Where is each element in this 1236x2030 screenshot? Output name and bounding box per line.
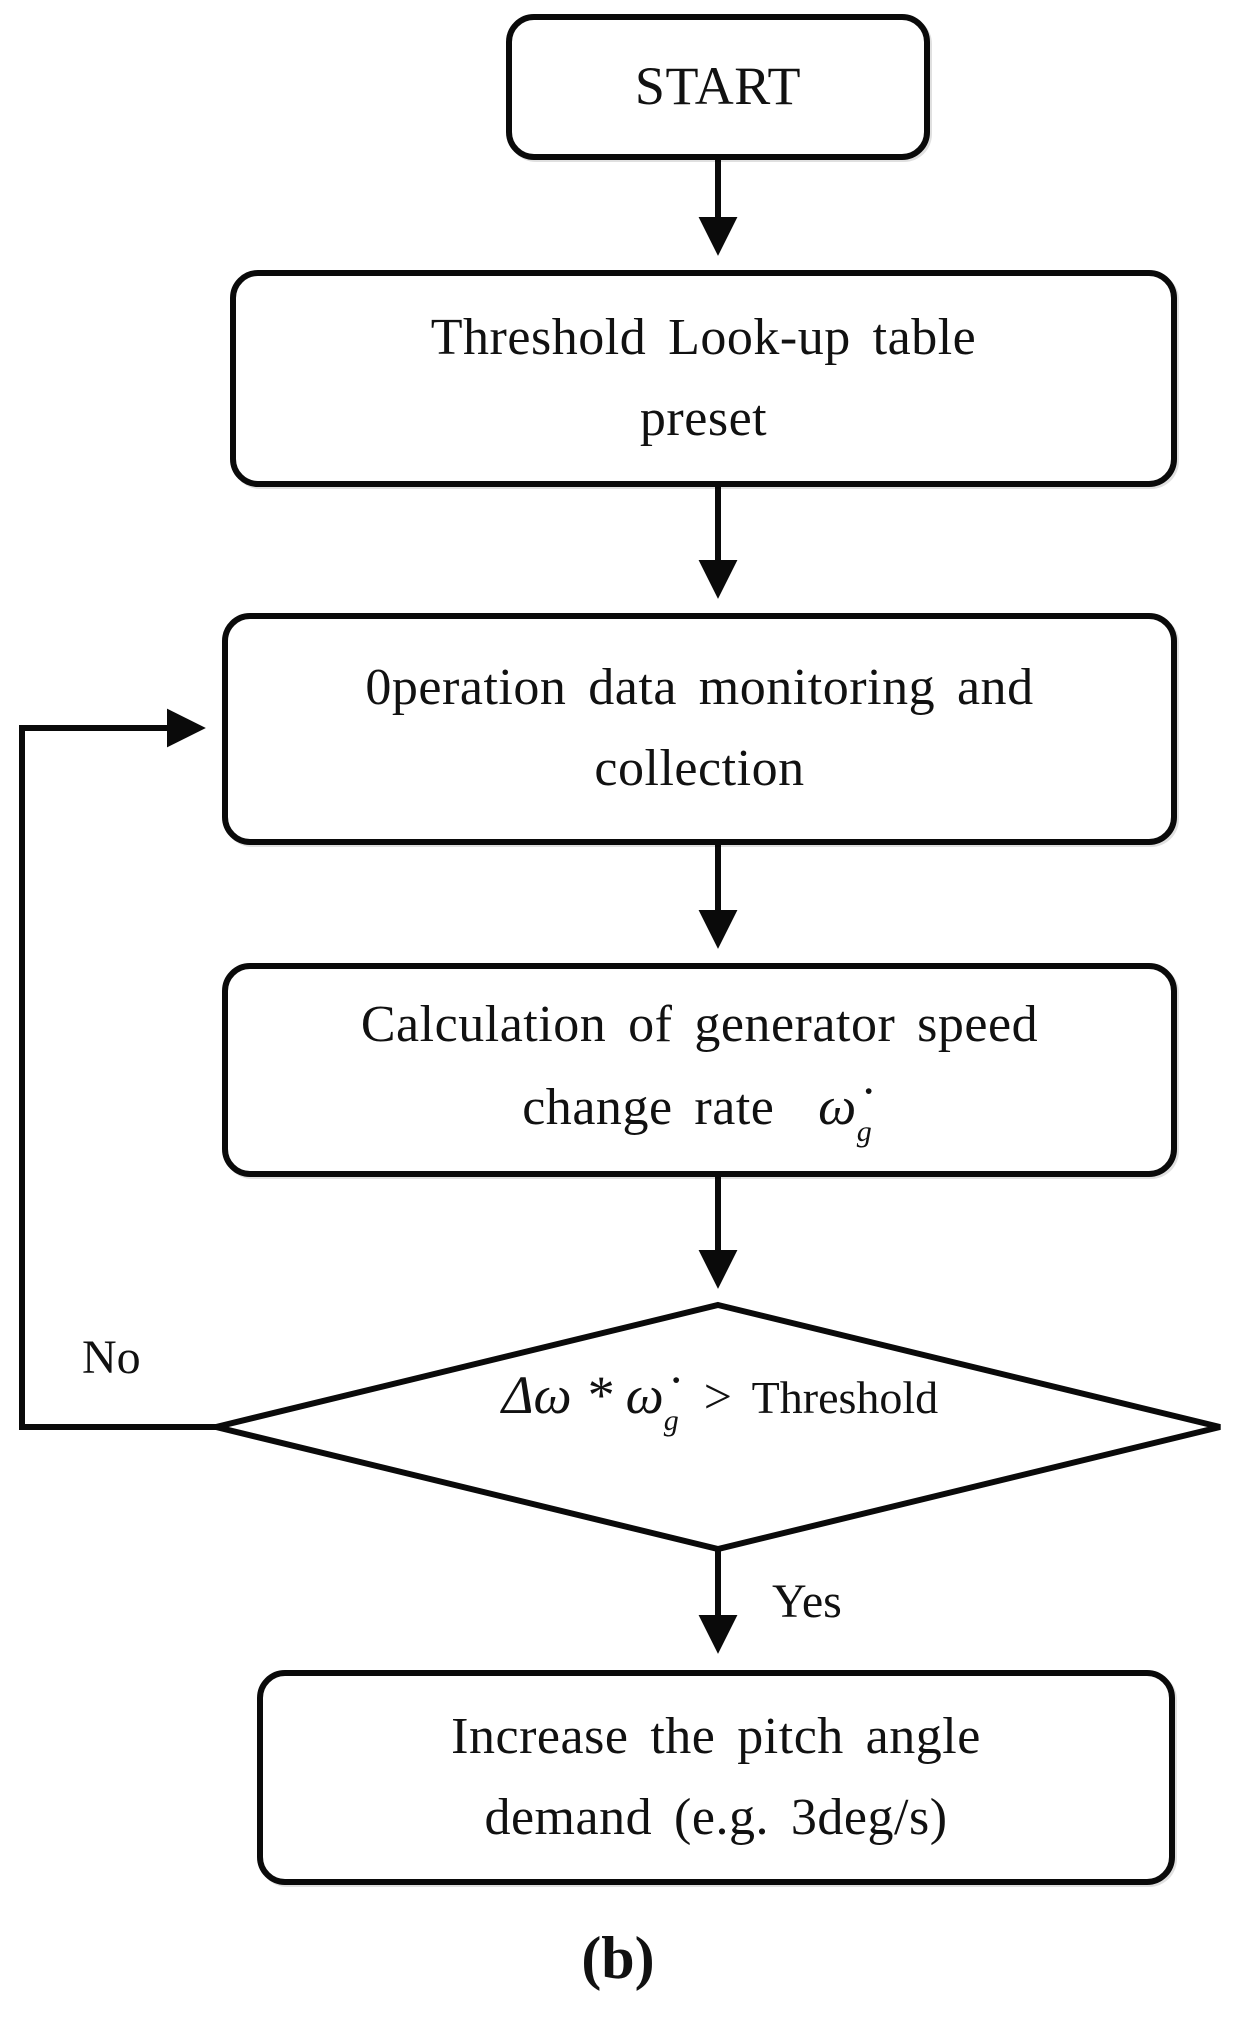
monitor-line1: 0peration data monitoring and [365, 659, 1034, 717]
monitor-line2: collection [594, 740, 805, 797]
start-label: START [634, 56, 802, 117]
edge-no-loop [19, 708, 216, 1430]
monitor-node: 0peration data monitoring and collection [222, 613, 1177, 845]
preset-line2: preset [639, 389, 768, 447]
preset-line1: Threshold Look-up table [430, 308, 977, 366]
calc-line2-text: change rate [522, 1079, 775, 1137]
no-edge-label: No [82, 1331, 141, 1384]
omega-dot-symbol: ω̇ [818, 1076, 857, 1137]
action-node: Increase the pitch angle demand (e.g. 3d… [257, 1670, 1175, 1885]
calc-line2: change rate ω̇g [522, 1065, 877, 1155]
decision-threshold-label: Threshold [751, 1372, 939, 1423]
decision-condition: Δω * ω̇g > Threshold [300, 1368, 1140, 1436]
decision-omega-subscript: g [663, 1403, 679, 1437]
start-node: START [506, 14, 930, 160]
omega-subscript: g [856, 1114, 873, 1148]
calc-node: Calculation of generator speed change ra… [222, 963, 1177, 1177]
decision-omega-dot: ω̇ [625, 1365, 664, 1425]
yes-edge-label: Yes [772, 1575, 842, 1628]
figure-caption: (b) [581, 1925, 655, 1991]
preset-node: Threshold Look-up table preset [230, 270, 1177, 487]
action-line1: Increase the pitch angle [451, 1707, 981, 1765]
decision-comparator: > [703, 1368, 732, 1424]
action-line2: demand (e.g. 3deg/s) [484, 1788, 948, 1846]
decision-math-prefix: Δω * [501, 1365, 626, 1425]
calc-line1: Calculation of generator speed [360, 995, 1039, 1053]
decision-diamond [215, 1301, 1221, 1553]
